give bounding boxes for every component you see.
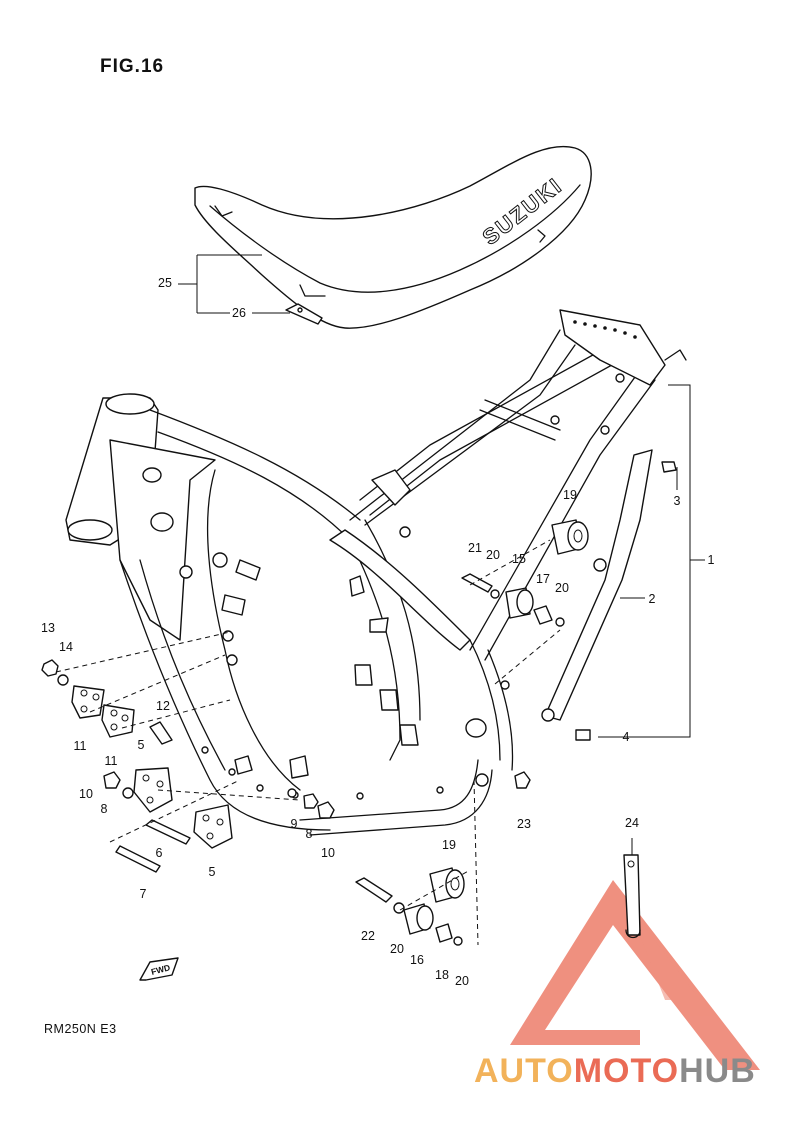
seat-drawing: SUZUKI <box>194 145 592 329</box>
right-side-parts <box>355 449 677 946</box>
callout-23: 23 <box>517 817 531 831</box>
callout-26: 26 <box>232 306 246 320</box>
callout-10: 10 <box>79 787 93 801</box>
callout-25: 25 <box>158 276 172 290</box>
callout-11: 11 <box>105 754 118 768</box>
callout-5: 5 <box>209 865 216 879</box>
fwd-label: FWD <box>150 962 171 977</box>
callout-13: 13 <box>41 621 55 635</box>
callout-20: 20 <box>390 942 404 956</box>
frame-drawing <box>65 309 687 836</box>
watermark-part3: HUB <box>679 1052 756 1090</box>
callout-24: 24 <box>625 816 639 830</box>
callout-7: 7 <box>140 887 147 901</box>
callout-5: 5 <box>138 738 145 752</box>
callout-14: 14 <box>59 640 73 654</box>
callout-10: 10 <box>321 846 335 860</box>
callout-6: 6 <box>156 846 163 860</box>
connection-lines <box>55 539 561 946</box>
seat-bracket-drawing <box>285 303 323 325</box>
callout-11: 11 <box>74 739 87 753</box>
engine-mount-brackets <box>41 659 335 873</box>
callout-3: 3 <box>674 494 681 508</box>
callout-12: 12 <box>156 699 170 713</box>
watermark-part2: MOTO <box>573 1052 680 1090</box>
callout-17: 17 <box>536 572 550 586</box>
leader-lines <box>178 254 705 855</box>
callout-4: 4 <box>623 730 630 744</box>
callout-8: 8 <box>101 802 108 816</box>
watermark-logo-icon <box>510 880 760 1070</box>
callout-8: 8 <box>306 827 313 841</box>
callout-9: 9 <box>291 817 298 831</box>
callout-2: 2 <box>649 592 656 606</box>
callout-20: 20 <box>455 974 469 988</box>
callout-19: 19 <box>442 838 456 852</box>
callout-19: 19 <box>563 488 577 502</box>
fwd-arrow-icon: FWD <box>139 957 179 981</box>
callout-21: 21 <box>468 541 482 555</box>
callout-20: 20 <box>486 548 500 562</box>
callout-numbers: 1234556788910101111121314151617181919202… <box>41 276 714 988</box>
figure-title: FIG.16 <box>100 56 165 77</box>
callout-18: 18 <box>435 968 449 982</box>
callout-16: 16 <box>410 953 424 967</box>
callout-15: 15 <box>512 552 526 566</box>
watermark-text: AUTOMOTOHUB <box>474 1052 756 1091</box>
callout-1: 1 <box>708 553 715 567</box>
callout-22: 22 <box>361 929 375 943</box>
watermark-part1: AUTO <box>474 1052 574 1090</box>
callout-20: 20 <box>555 581 569 595</box>
model-label: RM250N E3 <box>44 1022 117 1036</box>
